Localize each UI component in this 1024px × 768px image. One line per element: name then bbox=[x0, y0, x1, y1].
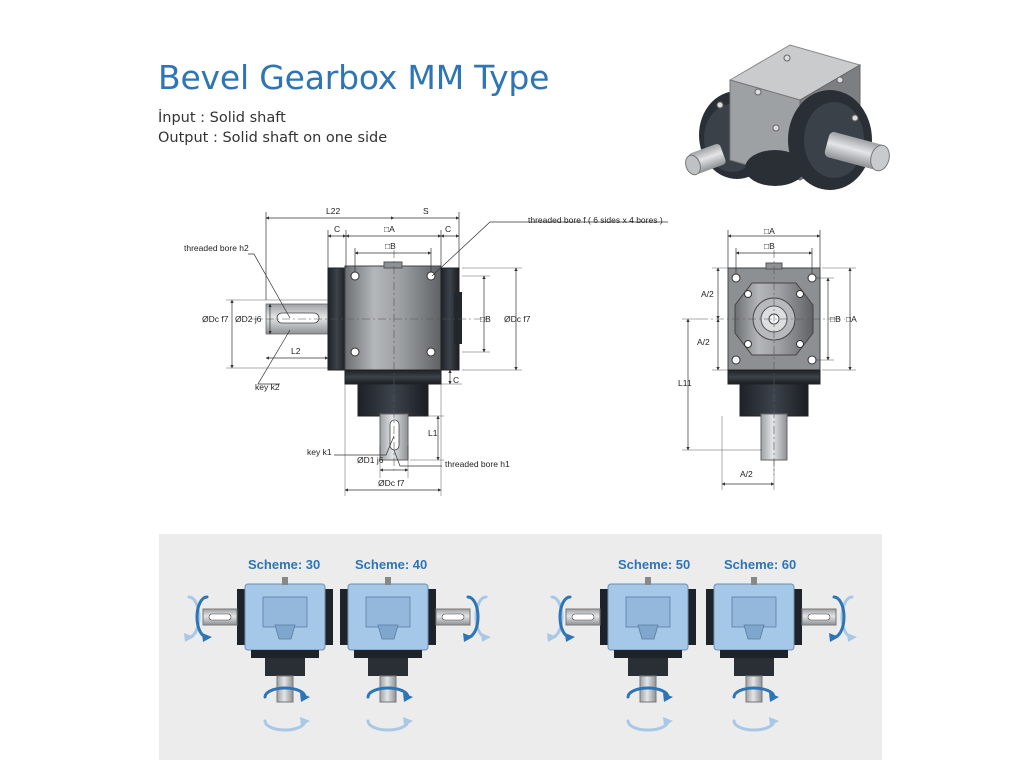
label-Dc-bottom: ØDc f7 bbox=[378, 478, 405, 488]
label-A-right-side: □A bbox=[846, 314, 857, 324]
label-A2-top: A/2 bbox=[701, 289, 714, 299]
label-B-right: □B bbox=[480, 314, 491, 324]
label-A-square-front: □A bbox=[384, 224, 395, 234]
label-S: S bbox=[423, 206, 429, 216]
label-D2: ØD2 j6 bbox=[235, 314, 262, 324]
product-photo bbox=[685, 44, 890, 190]
scheme-60-label: Scheme: 60 bbox=[724, 557, 796, 572]
label-B-right-side: □B bbox=[830, 314, 841, 324]
scheme-50-label: Scheme: 50 bbox=[618, 557, 690, 572]
label-Dc-right: ØDc f7 bbox=[504, 314, 531, 324]
label-C-top-left: C bbox=[334, 224, 340, 234]
input-description: İnput : Solid shaft bbox=[158, 110, 286, 126]
label-A2-bottom: A/2 bbox=[740, 469, 753, 479]
label-threaded-bore-h1: threaded bore h1 bbox=[445, 459, 510, 469]
scheme-60-diagram bbox=[706, 577, 857, 732]
label-L1: L1 bbox=[428, 428, 438, 438]
scheme-40-label: Scheme: 40 bbox=[355, 557, 427, 572]
label-key-k2: key k2 bbox=[255, 382, 280, 392]
scheme-30-label: Scheme: 30 bbox=[248, 557, 320, 572]
side-view-drawing: threaded bore f ( 6 sides x 4 bores ) □A… bbox=[528, 215, 857, 490]
label-A-square-side: □A bbox=[764, 226, 775, 236]
label-D1: ØD1 j6 bbox=[357, 455, 384, 465]
label-Dc-left: ØDc f7 bbox=[202, 314, 229, 324]
front-view-drawing: L22 S C C □A □B threaded bore h2 ØDc f7 … bbox=[184, 206, 668, 496]
label-L11: L11 bbox=[678, 378, 692, 388]
label-threaded-bore-h2: threaded bore h2 bbox=[184, 243, 249, 253]
label-threaded-bore-f: threaded bore f ( 6 sides x 4 bores ) bbox=[528, 215, 663, 225]
scheme-40-diagram bbox=[340, 577, 491, 732]
label-C-bottom: C bbox=[453, 375, 459, 385]
label-key-k1: key k1 bbox=[307, 447, 332, 457]
label-A2-mid: A/2 bbox=[697, 337, 710, 347]
label-C-top-right: C bbox=[445, 224, 451, 234]
label-B-square-side: □B bbox=[764, 241, 775, 251]
scheme-30-diagram bbox=[184, 577, 333, 732]
page-title: Bevel Gearbox MM Type bbox=[158, 58, 550, 97]
schemes-diagrams bbox=[184, 577, 857, 732]
label-L2: L2 bbox=[291, 346, 301, 356]
label-B-square-front: □B bbox=[385, 241, 396, 251]
label-L22: L22 bbox=[326, 206, 340, 216]
output-description: Output : Solid shaft on one side bbox=[158, 130, 388, 146]
scheme-50-diagram bbox=[547, 577, 696, 732]
